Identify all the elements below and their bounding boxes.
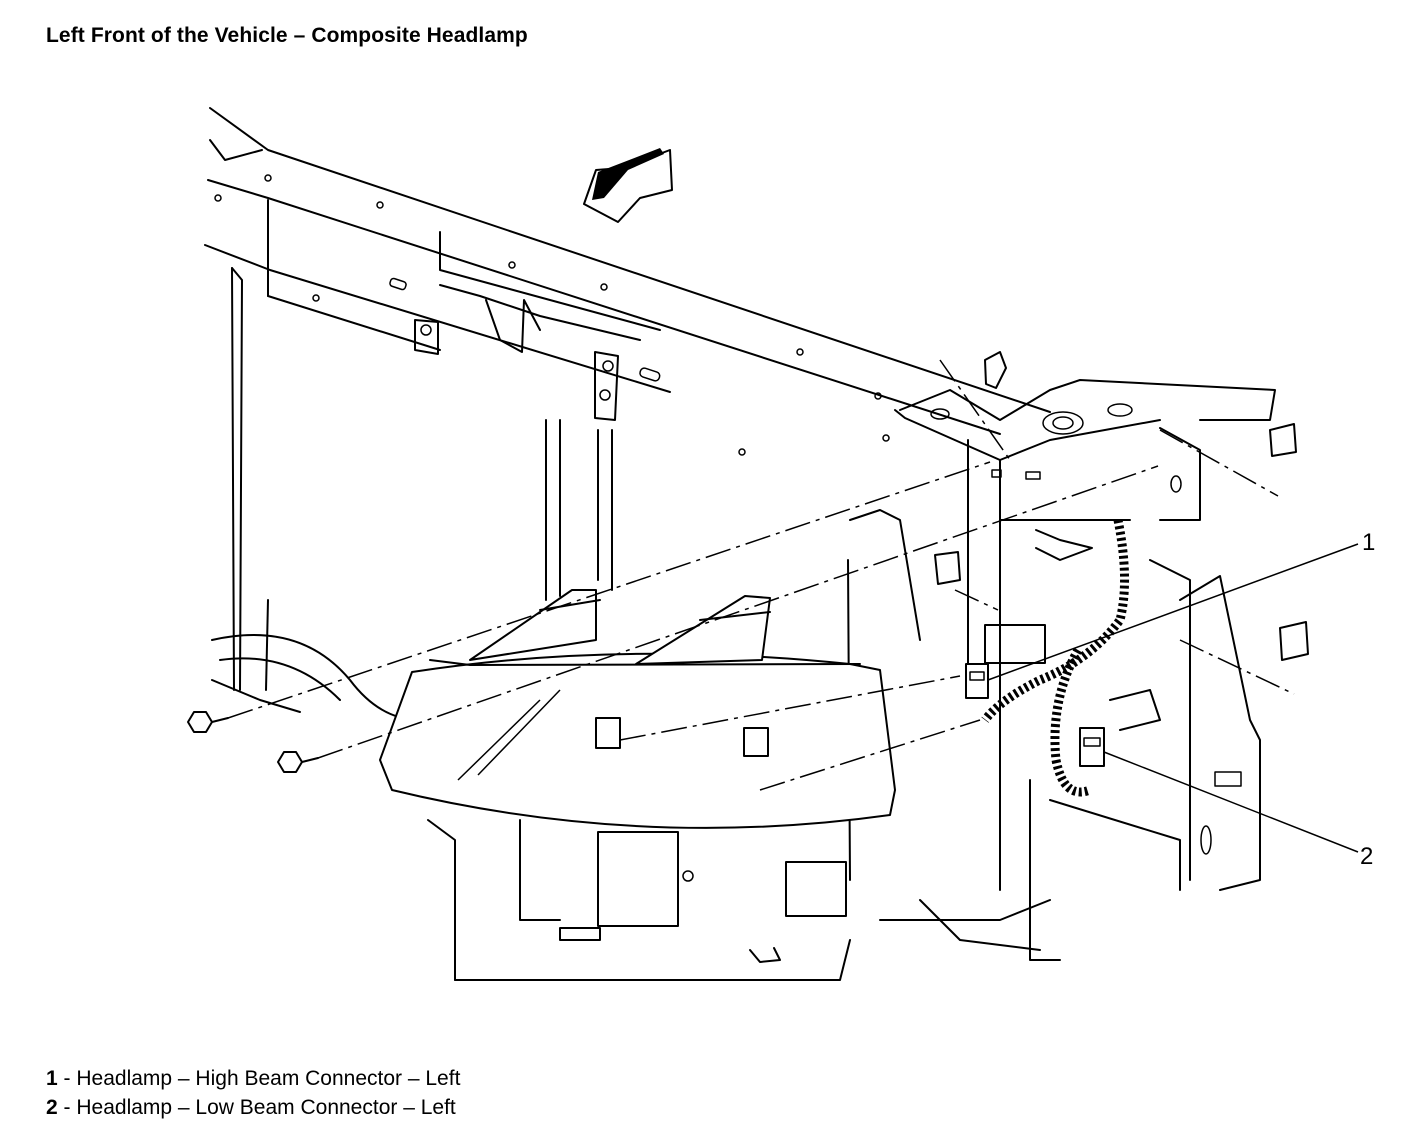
forward-arrow-icon xyxy=(583,148,673,223)
legend: 1 - Headlamp – High Beam Connector – Lef… xyxy=(46,1064,460,1122)
low-beam-connector xyxy=(1079,727,1105,767)
bolt-icon xyxy=(277,751,319,773)
radiator-support xyxy=(204,107,1051,721)
legend-description: Headlamp – High Beam Connector – Left xyxy=(76,1067,461,1090)
page-title: Left Front of the Vehicle – Composite He… xyxy=(46,24,528,47)
legend-number: 1 xyxy=(46,1067,58,1090)
legend-item: 1 - Headlamp – High Beam Connector – Lef… xyxy=(46,1067,461,1090)
callout-1-label: 1 xyxy=(1362,529,1375,556)
callout-2-leader xyxy=(1103,751,1359,853)
high-beam-connector xyxy=(965,663,989,699)
retainer-clips xyxy=(934,351,1309,661)
legend-description: Headlamp – Low Beam Connector – Left xyxy=(76,1096,456,1119)
bolt-icon xyxy=(187,711,229,733)
legend-number: 2 xyxy=(46,1096,58,1119)
alignment-lines xyxy=(227,359,1295,791)
legend-item: 2 - Headlamp – Low Beam Connector – Left xyxy=(46,1096,456,1119)
wiring-harness xyxy=(981,519,1130,797)
headlamp-assembly xyxy=(379,589,896,981)
callout-2-label: 2 xyxy=(1360,843,1373,870)
callout-1-leader xyxy=(987,543,1359,681)
headlamp-mount-bracket xyxy=(847,379,1276,961)
